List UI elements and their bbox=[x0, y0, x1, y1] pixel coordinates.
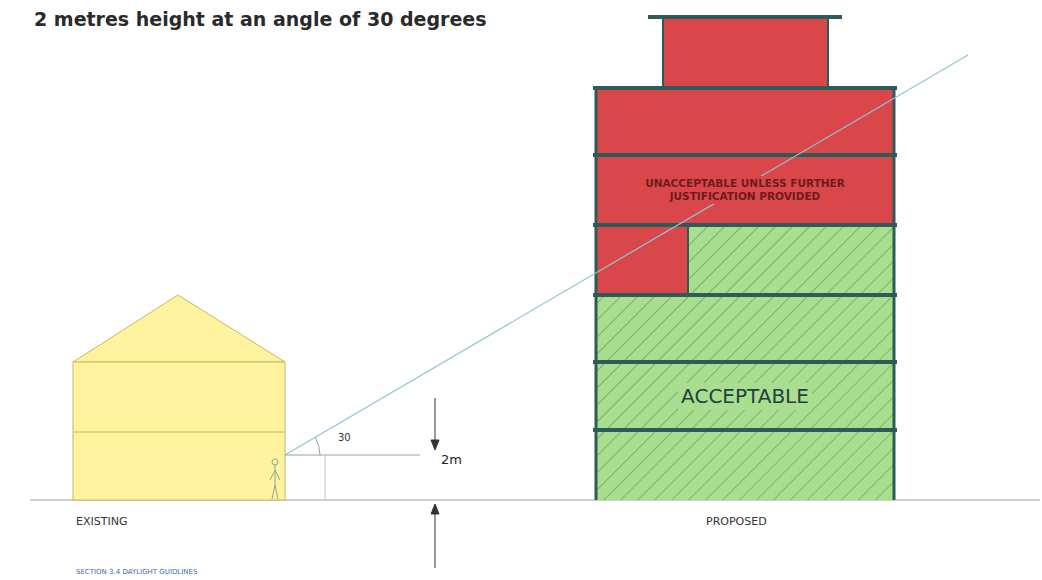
title: 2 metres height at an angle of 30 degree… bbox=[34, 8, 487, 30]
angle-label: 30 bbox=[338, 432, 351, 443]
zone-label: UNACCEPTABLE UNLESS FURTHER JUSTIFICATIO… bbox=[617, 176, 873, 204]
zone-band: ACCEPTABLE bbox=[597, 364, 893, 428]
building-label: EXISTING bbox=[76, 515, 127, 528]
zone-band: UNACCEPTABLE UNLESS FURTHER JUSTIFICATIO… bbox=[597, 158, 893, 222]
dimension-label: 2m bbox=[441, 452, 462, 467]
zone-label: ACCEPTABLE bbox=[678, 383, 812, 410]
caption: SECTION 3.4 DAYLIGHT GUIDLINES bbox=[76, 568, 197, 576]
building-label: PROPOSED bbox=[706, 515, 767, 528]
